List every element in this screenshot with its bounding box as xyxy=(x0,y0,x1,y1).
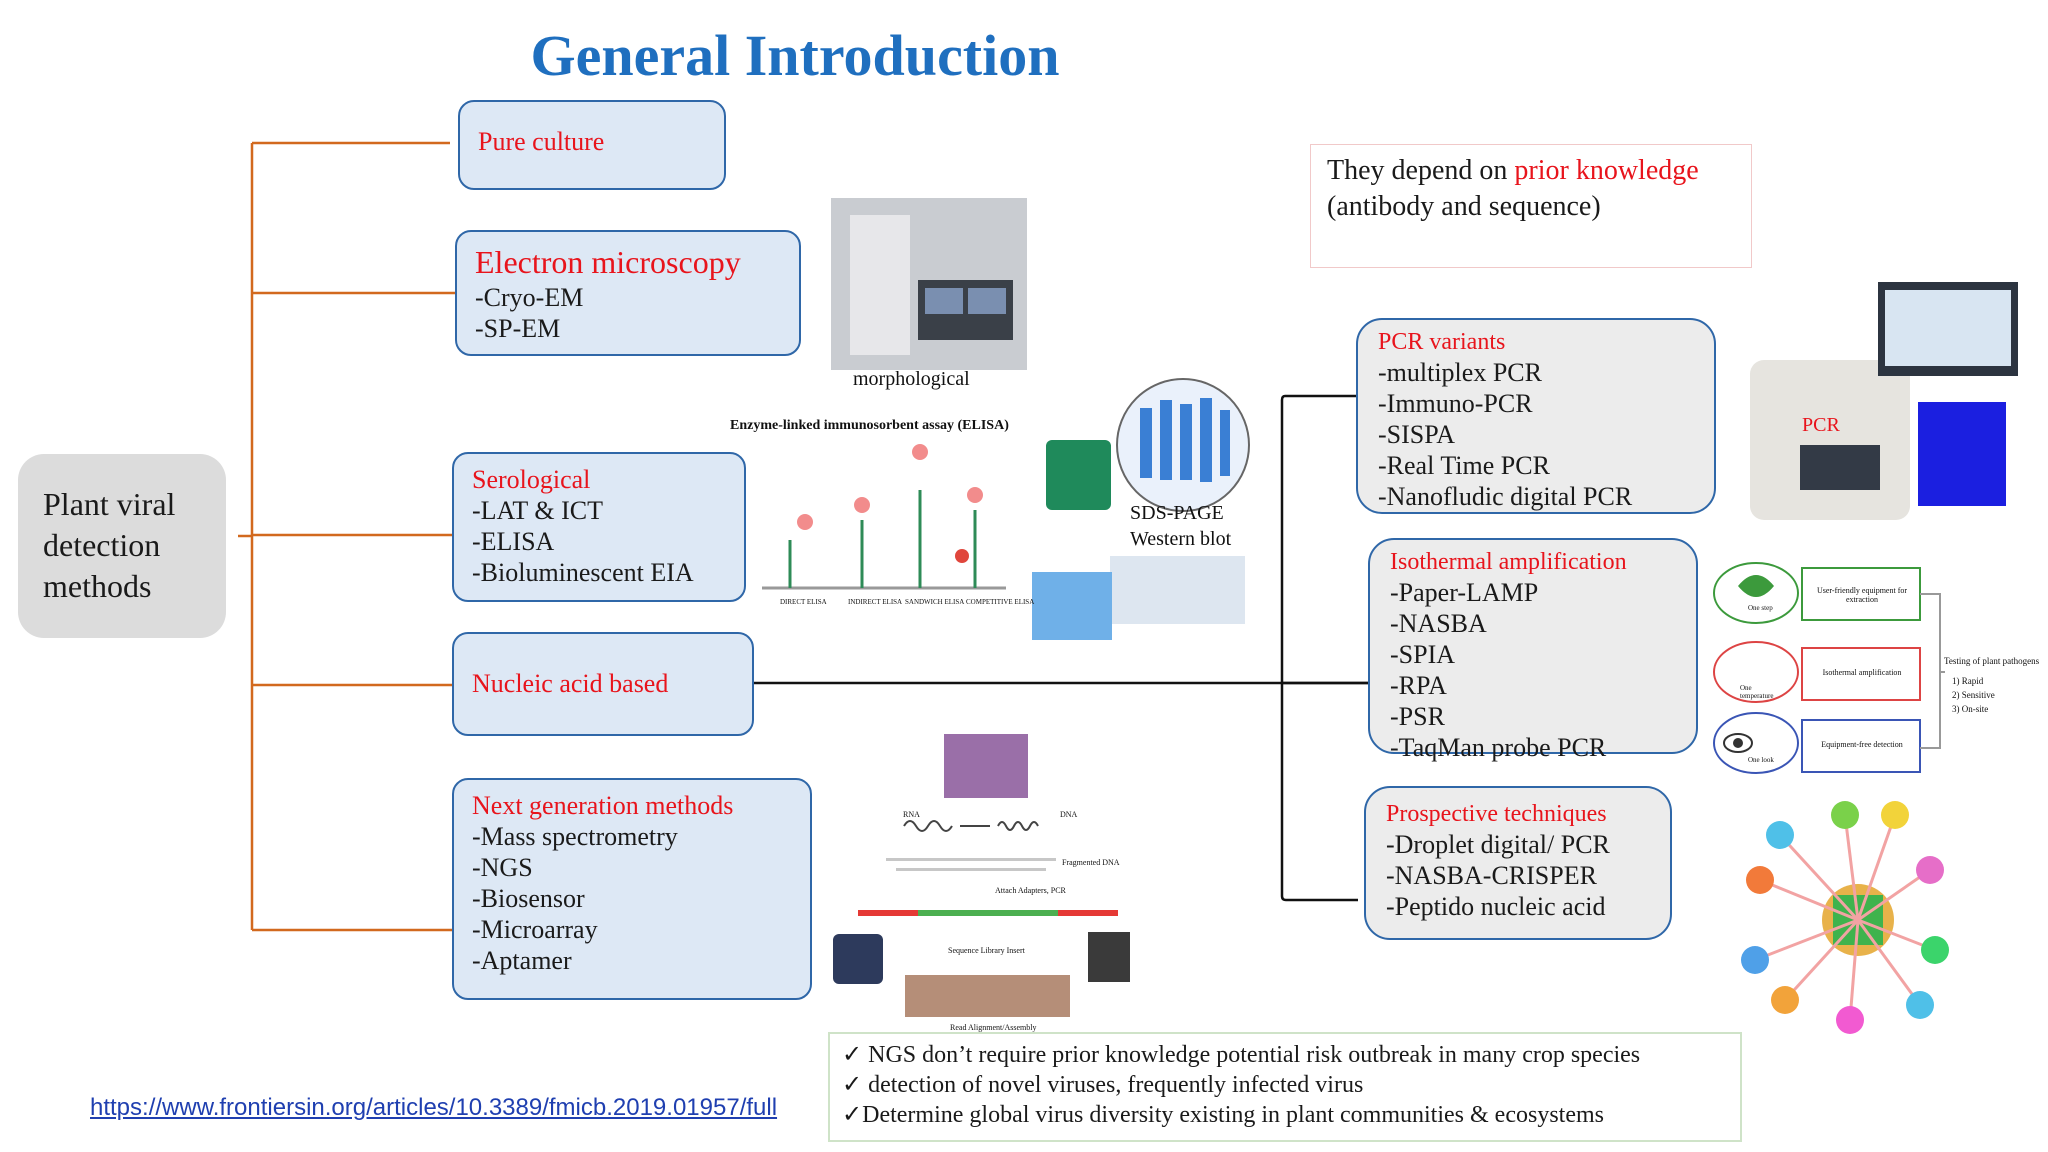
root-line: methods xyxy=(43,568,152,604)
group-item: -Droplet digital/ PCR xyxy=(1386,830,1610,859)
lamp-label: 2) Sensitive xyxy=(1952,690,1995,700)
microscope-image xyxy=(831,198,1027,370)
method-item: -Mass spectrometry xyxy=(472,822,678,851)
group-pcr-variants: PCR variants -multiplex PCR -Immuno-PCR … xyxy=(1356,318,1716,514)
ngs-label-rna: RNA xyxy=(903,810,920,819)
method-item: -SP-EM xyxy=(475,314,561,343)
note-highlight: prior knowledge xyxy=(1514,155,1699,186)
ngs-label-library: Sequence Library Insert xyxy=(948,946,1025,955)
method-head: Pure culture xyxy=(478,127,605,156)
method-item: -Microarray xyxy=(472,915,598,944)
pcr-machine-image xyxy=(1750,282,2018,520)
ngs-label-alignment: Read Alignment/Assembly xyxy=(950,1023,1037,1032)
method-next-generation: Next generation methods -Mass spectromet… xyxy=(452,778,812,1000)
method-item: -NGS xyxy=(472,853,533,882)
nucleic-connector xyxy=(752,394,1368,902)
group-prospective: Prospective techniques -Droplet digital/… xyxy=(1364,786,1672,940)
ngs-advantages-box: ✓ NGS don’t require prior knowledge pote… xyxy=(828,1032,1742,1142)
advantage-line: ✓Determine global virus diversity existi… xyxy=(842,1102,1604,1128)
group-head: PCR variants xyxy=(1378,329,1506,355)
lamp-label: 3) On-site xyxy=(1952,704,1989,714)
caption-western-blot: Western blot xyxy=(1130,528,1232,550)
page-title: General Introduction xyxy=(530,23,1060,88)
ngs-label-fragmented: Fragmented DNA xyxy=(1062,858,1120,867)
lamp-label: Testing of plant pathogens xyxy=(1944,656,2040,666)
group-head: Isothermal amplification xyxy=(1390,549,1627,575)
lamp-label: Equipment-free detection xyxy=(1821,740,1903,749)
lamp-label: One step xyxy=(1748,604,1773,612)
lamp-label: Isothermal amplification xyxy=(1822,668,1902,677)
method-item: -Aptamer xyxy=(472,946,572,975)
elisa-type-label: INDIRECT ELISA xyxy=(848,598,903,606)
group-item: -Paper-LAMP xyxy=(1390,578,1539,607)
method-nucleic-acid: Nucleic acid based xyxy=(452,632,754,736)
group-head: Prospective techniques xyxy=(1386,801,1607,827)
group-item: -SISPA xyxy=(1378,420,1456,449)
method-head: Electron microscopy xyxy=(475,244,741,280)
group-item: -NASBA-CRISPER xyxy=(1386,861,1597,890)
group-item: -RPA xyxy=(1390,671,1447,700)
method-item: -Bioluminescent EIA xyxy=(472,558,694,587)
method-item: -Biosensor xyxy=(472,884,585,913)
lamp-label: One look xyxy=(1748,756,1774,764)
method-serological: Serological -LAT & ICT -ELISA -Biolumine… xyxy=(452,452,746,602)
advantage-line: ✓ detection of novel viruses, frequently… xyxy=(842,1072,1364,1098)
lamp-label: One temperature xyxy=(1740,684,1774,700)
method-item: -LAT & ICT xyxy=(472,496,603,525)
method-head: Nucleic acid based xyxy=(472,669,669,698)
method-pure-culture: Pure culture xyxy=(458,100,726,190)
method-item: -ELISA xyxy=(472,527,555,556)
method-head: Serological xyxy=(472,465,591,494)
sds-page-image xyxy=(1032,378,1250,640)
advantage-line: ✓ NGS don’t require prior knowledge pote… xyxy=(842,1042,1641,1068)
method-item: -Cryo-EM xyxy=(475,283,584,312)
ngs-label-dna: DNA xyxy=(1060,810,1078,819)
source-link[interactable]: https://www.frontiersin.org/articles/10.… xyxy=(90,1094,778,1121)
group-isothermal: Isothermal amplification -Paper-LAMP -NA… xyxy=(1368,538,1698,762)
prospective-wheel xyxy=(1741,801,1949,1034)
caption-pcr: PCR xyxy=(1802,414,1840,436)
ngs-label-attach: Attach Adapters, PCR xyxy=(995,886,1066,895)
root-line: Plant viral xyxy=(43,486,176,522)
elisa-type-label: DIRECT ELISA xyxy=(780,598,827,606)
lamp-label: 1) Rapid xyxy=(1952,676,1984,686)
group-item: -NASBA xyxy=(1390,609,1487,638)
elisa-type-label: SANDWICH ELISA xyxy=(905,598,965,606)
elisa-diagram xyxy=(762,444,1006,590)
note-line2: (antibody and sequence) xyxy=(1327,191,1601,222)
group-item: -Real Time PCR xyxy=(1378,451,1550,480)
lamp-workflow xyxy=(1713,562,1945,774)
caption-sds-page: SDS-PAGE xyxy=(1130,502,1224,524)
group-item: -multiplex PCR xyxy=(1378,358,1542,387)
group-item: -SPIA xyxy=(1390,640,1456,669)
method-bracket xyxy=(238,141,455,932)
group-item: -Peptido nucleic acid xyxy=(1386,892,1606,921)
method-head: Next generation methods xyxy=(472,791,734,820)
group-item: -Immuno-PCR xyxy=(1378,389,1533,418)
lamp-label: User-friendly equipment for extraction xyxy=(1816,586,1908,604)
group-item: -PSR xyxy=(1390,702,1445,731)
group-item: -Nanofludic digital PCR xyxy=(1378,482,1633,511)
note-text: They depend on xyxy=(1327,155,1515,186)
method-electron-microscopy: Electron microscopy -Cryo-EM -SP-EM xyxy=(455,230,801,356)
group-item: -TaqMan probe PCR xyxy=(1390,733,1607,762)
caption-morphological: morphological xyxy=(853,368,970,390)
ngs-workflow xyxy=(833,734,1130,1017)
caption-elisa: Enzyme-linked immunosorbent assay (ELISA… xyxy=(730,418,1009,433)
elisa-type-label: COMPETITIVE ELISA xyxy=(966,598,1035,606)
prior-knowledge-note: They depend on prior knowledge (antibody… xyxy=(1310,144,1752,268)
root-node: Plant viral detection methods xyxy=(18,454,226,638)
root-line: detection xyxy=(43,527,161,563)
